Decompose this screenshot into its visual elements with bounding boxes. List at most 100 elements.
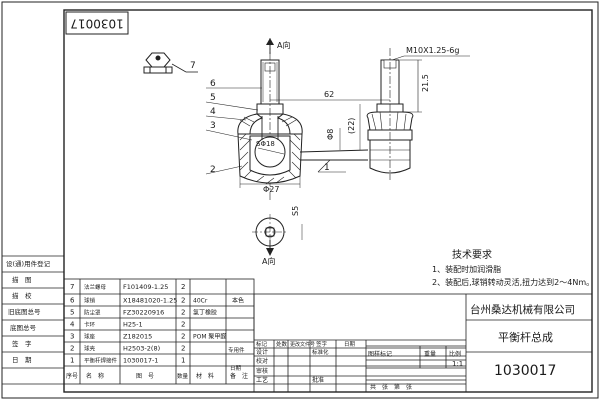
bom-cell-material: 40Cr [193,298,208,305]
bom-rows: 7 法兰螺母 F101409-1.25 2 6 球销 X18481020-1.25 2 40Cr… [70,283,244,365]
corner-number: 1030017 [70,17,123,31]
sign-header-1: 处数 [276,340,288,348]
stage-label: 图样标记 [368,350,392,358]
left-ball-joint-section [237,113,303,185]
left-sidebar [2,255,64,385]
balloon-5: 5 [210,93,216,103]
leader-7 [171,63,187,73]
dim-8-label: Φ8 [326,129,335,140]
ball-dia-label: SΦ18 [256,140,275,148]
bom-cell-name: 卡环 [84,321,96,329]
sidebar-label-5: 签 字 [12,339,32,348]
dim-22-label: (22) [347,118,356,134]
balloon-leaders [205,87,346,175]
balloon-2: 2 [210,165,216,175]
bom-cell-qty: 2 [181,345,185,353]
company-name: 台州桑达机械有限公司 [470,303,575,316]
bom-cell-qty: 2 [181,283,185,291]
bom-cell-code: X18481020-1.25 [123,297,177,305]
bom-cell-no: 7 [70,283,74,291]
role-review: 审核 [256,367,268,375]
bom-cell-note: 本色 [232,297,244,305]
role-check: 校对 [256,357,268,365]
bom-header-note: 备 注 [230,372,248,380]
sign-header-3: 签字 [316,340,328,348]
bom-cell-code: F101409-1.25 [123,283,168,291]
bom-cell-material: 氯丁橡胶 [193,309,217,317]
sign-header-4: 日期 [344,341,356,348]
bom-cell-code: H25-1 [123,321,143,329]
sign-header-2: 更改文件号 [290,341,315,348]
bom-header-no: 序号 [66,372,78,380]
dim-62-label: 62 [324,90,334,99]
balloon-1: 1 [324,163,330,173]
dim-27-label: Φ27 [263,185,279,194]
thread-label: M10X1.25-6g [406,46,459,55]
bom-cell-name: 球销 [84,297,96,305]
bom-cell-no: 2 [70,345,74,353]
sheet-label: 共 张 第 张 [370,383,412,391]
flange-nut-view [143,52,173,74]
connecting-rod [299,149,369,161]
title-block-grid [253,293,593,393]
bom-cell-name: 法兰螺母 [84,283,107,291]
thread-leader [391,55,405,61]
bom-cell-code: Z182015 [123,333,152,341]
bom-cell-name: 防尘罩 [84,309,101,317]
sidebar-label-3: 旧底图总号 [8,307,41,316]
bom-cell-no: 5 [70,309,74,317]
bom-cell-material: POM 聚甲醛 [193,333,226,341]
bom-cell-no: 4 [70,321,75,329]
view-label-bottom: A向 [262,256,275,266]
a-arrow-top-head [266,38,274,45]
sign-header-0: 标记 [256,340,268,348]
sidebar-label-6: 日 期 [12,356,32,364]
view-label-top: A向 [277,40,290,50]
left-stud [256,59,284,115]
bom-cell-qty: 2 [181,321,185,329]
tech-req-title: 技术要求 [452,248,492,261]
balloon-6: 6 [210,79,216,89]
part-name: 平衡杆总成 [498,330,553,344]
bom-cell-qty: 2 [181,297,185,305]
tech-req-item-2: 2、装配后,球销转动灵活,扭力达到2～4Nm。 [432,277,594,287]
dedicated-label: 专用件 [228,346,245,354]
bom-cell-code: FZ30220916 [123,309,164,317]
bom-cell-qty: 1 [181,357,185,365]
s5-label: S5 [291,206,300,216]
balloon-3: 3 [210,121,216,131]
bom-cell-name: 球座 [84,333,96,341]
sidebar-label-1: 描 图 [12,275,32,284]
bom-header-name: 名 称 [86,372,104,380]
bom-cell-code: H2503-2(8) [123,345,160,353]
part-number: 1030017 [494,363,556,379]
role-process: 工艺 [256,376,268,384]
scale-label: 比例 [449,350,461,358]
dim-21-5-label: 21.5 [421,74,430,92]
bom-cell-no: 6 [70,297,75,305]
bom-cell-no: 3 [70,333,74,341]
balloon-7: 7 [190,61,196,71]
tech-req-item-1: 1、装配时加润滑脂 [432,264,501,274]
bom-header-code: 图 号 [136,373,154,380]
sidebar-label-2: 描 校 [12,291,32,300]
weight-label: 重量 [424,350,436,358]
role-design: 设计 [256,348,268,356]
role-standard: 标准化 [312,348,329,356]
date-label: 日期 [230,365,242,372]
bom-cell-no: 1 [70,357,74,365]
corner-number-box [65,11,129,35]
bom-cell-qty: 2 [181,333,185,341]
bom-header-material: 材 料 [196,372,214,380]
role-approve: 批准 [312,376,324,384]
bom-cell-code: 1030017-1 [123,357,158,365]
bom-cell-qty: 2 [181,309,185,317]
sidebar-label-4: 底图总号 [10,323,37,332]
bom-cell-name: 球壳 [84,345,96,353]
scale-value: 1:1 [452,360,463,368]
bom-cell-name: 平衡杆焊接件 [84,357,118,365]
bom-table-grid [63,278,255,385]
bom-header-qty: 数量 [177,372,189,380]
